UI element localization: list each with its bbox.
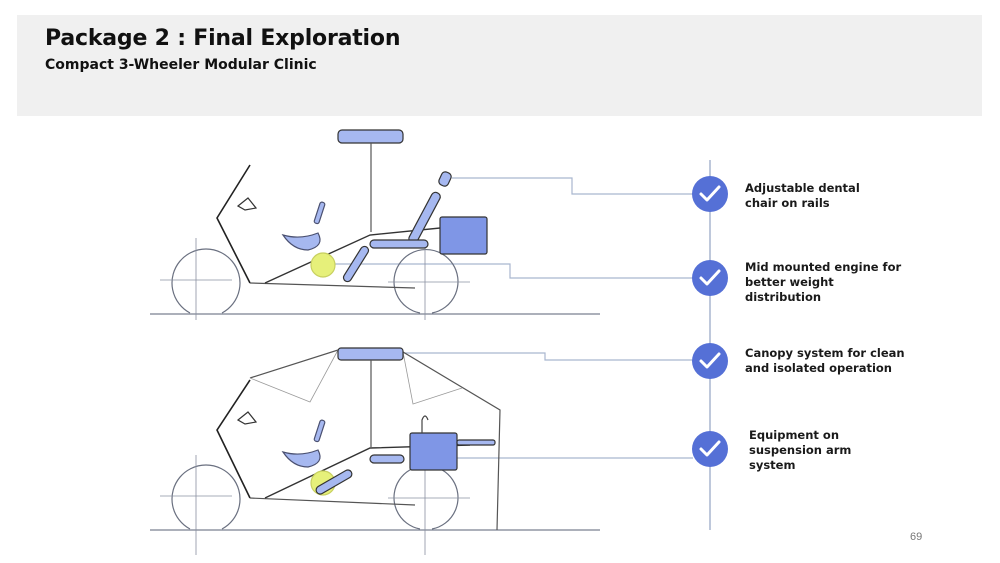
check-icon — [692, 343, 728, 379]
feature-canopy: Canopy system for clean and isolated ope… — [745, 346, 915, 376]
header-banner — [17, 15, 982, 116]
feature-suspension-arm: Equipment on suspension arm system — [749, 428, 919, 473]
feature-line: better weight — [745, 275, 834, 289]
feature-adjustable-chair: Adjustable dental chair on rails — [745, 181, 915, 211]
check-icon — [692, 431, 728, 467]
connector-canopy — [403, 352, 693, 361]
feature-line: chair on rails — [745, 196, 830, 210]
feature-line: Mid mounted engine for — [745, 260, 902, 274]
page-subtitle: Compact 3-Wheeler Modular Clinic — [45, 57, 317, 73]
feature-line: Canopy system for clean — [745, 346, 905, 360]
feature-line: and isolated operation — [745, 361, 892, 375]
feature-line: system — [749, 458, 796, 472]
page-number: 69 — [910, 531, 923, 543]
connector-chair — [452, 177, 693, 195]
feature-line: Equipment on — [749, 428, 840, 442]
connector-engine — [328, 263, 693, 279]
feature-line: Adjustable dental — [745, 181, 860, 195]
feature-mid-engine: Mid mounted engine for better weight dis… — [745, 260, 915, 305]
vehicle-sketch-top — [150, 129, 600, 320]
feature-line: suspension arm — [749, 443, 852, 457]
feature-line: distribution — [745, 290, 822, 304]
check-icon — [692, 260, 728, 296]
page-title: Package 2 : Final Exploration — [45, 26, 401, 51]
vehicle-sketch-bottom — [150, 347, 600, 555]
check-icon — [692, 176, 728, 212]
